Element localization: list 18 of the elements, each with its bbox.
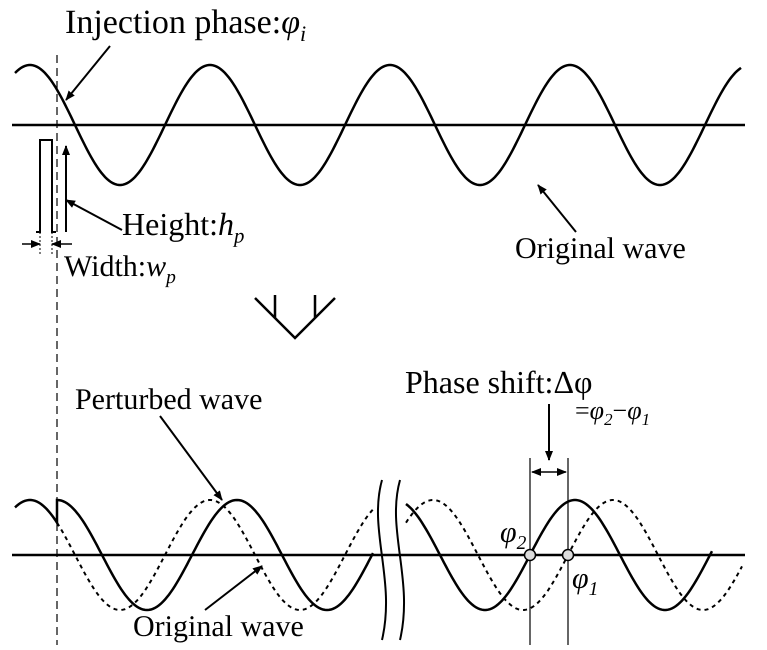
leader-arrow [65, 45, 111, 101]
callout-label: Original wave [133, 610, 304, 643]
callout-label: Height:h$_{p}$ [122, 207, 244, 248]
dimension-label: Width:w$_{p}$ [64, 250, 176, 288]
callout-label: Original wave [515, 232, 686, 265]
wave-curve [14, 64, 742, 186]
leader-arrow [537, 184, 577, 233]
phase-label: φ$_{2}$ [500, 516, 526, 554]
leader-arrow [65, 199, 122, 231]
callout-label: Perturbed wave [75, 383, 262, 416]
callout-label: Injection phase:φ$_{i}$ [65, 4, 306, 46]
formula-text: =φ$_{2}$−φ$_{1}$ [575, 398, 650, 430]
pulse-shape [36, 139, 70, 233]
phase-label: φ$_{1}$ [572, 562, 598, 600]
leader-arrow [545, 404, 553, 461]
callout-label: Phase shift:Δφ [405, 366, 594, 398]
leader-arrow [204, 565, 263, 611]
leader-arrow [159, 415, 223, 501]
